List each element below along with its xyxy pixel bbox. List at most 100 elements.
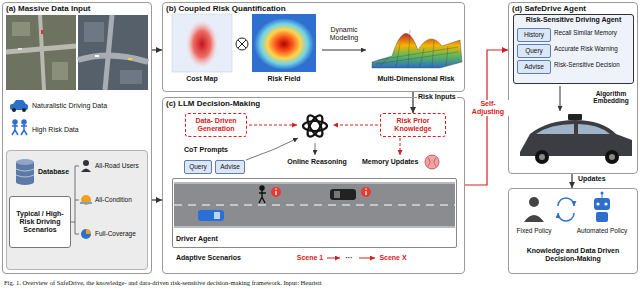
database-cylinder-part [16,169,34,177]
box-text: Typical / High-Risk Driving Scenarios [10,210,70,234]
risk-field-part [252,14,316,72]
cycle-arrows [558,198,574,221]
robot-icon-part [594,198,610,210]
robot-icon [594,192,610,223]
road-scene-part [271,187,281,197]
box-text: Risk Prior Knowledge [381,117,445,133]
people-icon-part [12,124,18,135]
aerial-image-part [78,15,148,90]
edge-label: Updates [577,175,607,183]
edge-label: Self-Adjusting [467,100,509,116]
road-user-icon-part [81,169,91,173]
vehicle-image-part [539,154,545,160]
node-title: Driver Agent [176,235,256,243]
aerial-image-part [12,22,30,36]
people-icon-part [21,124,27,135]
embed-arrow [560,86,561,111]
road-scene-part [198,210,224,221]
road-scene-part [361,187,371,197]
risk-surface-part [372,33,462,68]
box-text: Query [518,47,550,54]
vehicle-image-part [568,114,582,120]
road-scene-part [174,182,455,228]
dashed-arrow [333,125,378,126]
coverage-label: All-Condition [95,196,147,203]
scene-label: ··· [340,254,358,262]
scene-label: Scene 1 [294,254,326,262]
cost-map [172,14,232,72]
step-text: Risk-Sensitive Decision [554,61,634,68]
panel: (c) LLM Decision-MakingData- Driven Gene… [162,97,465,274]
panel-title: (b) Coupled Risk Quantification [166,4,366,13]
figure-label: Algorithm Embedding [588,90,634,105]
condition-icon [80,195,92,205]
memory-box: History [517,28,551,42]
road-scene-part [330,189,356,200]
figure-label: Multi-Dimensional Risk [368,75,464,83]
connector-arrow [152,49,162,50]
coverage-label: Full-Coverage [95,230,147,237]
cost-map-part [186,20,218,68]
node-title: Database [38,168,74,176]
aerial-image-part [40,15,44,90]
prompt-arrow [246,138,298,160]
scene-arrow [359,258,375,259]
data-label: Naturalistic Driving Data [32,102,148,110]
vehicle-image-part [578,124,610,134]
cycle-arrows-part [558,198,574,206]
llm-logo-part [305,113,326,139]
risk-surface-part [376,30,458,67]
dashed-arrow [249,125,297,126]
connector-arrow [152,199,162,200]
aerial-image-part [6,15,76,90]
road-user-icon [81,160,91,172]
road-scene-part [275,191,276,195]
panel-title: (d) SafeDrive Agent [512,4,632,13]
modeling-arrow [322,50,366,51]
people-icon-part [22,120,26,124]
box-text: Query [185,163,211,170]
policy-text: Automated Policy [570,227,634,234]
brain-icon-part [425,155,439,169]
llm-logo-part [303,121,327,131]
coverage-icon-part [86,229,91,234]
database-cylinder [16,159,34,185]
brain-icon-part [428,158,436,166]
figure-caption: Fig. 1. Overview of SafeDrive, the knowl… [4,279,322,286]
car-icon-part [12,108,16,112]
database-cylinder-part [16,179,34,185]
car-icon-part [22,108,26,112]
vehicle-image-part [536,124,574,134]
step-text: Accurate Risk Warning [554,45,634,52]
coverage-icon [81,229,91,239]
dashed-box: Data- Driven Generation [185,113,247,137]
risk-field-part [254,18,314,70]
panel: (d) SafeDrive AgentRisk-Sensitive Drivin… [508,2,638,174]
aerial-image-part [18,48,22,50]
robot-icon-part [596,212,608,222]
step-label: Memory Updates [362,158,424,166]
vehicle-image-part [609,154,615,160]
people-icon [12,120,27,135]
robot-icon-part [604,202,607,205]
connector-arrow [571,174,572,188]
node-title: Risk-Sensitive Driving Agent [513,16,634,24]
aerial-image-part [128,58,132,60]
aerial-image-part [84,22,104,42]
multiply-symbol-part [236,38,248,50]
database-cylinder-part [16,159,34,165]
cycle-arrows-part [558,213,574,221]
coverage-icon-part [81,229,91,239]
step-text: Recall Similar Memory [554,29,634,36]
llm-logo-part [305,113,326,139]
aerial-image-part [120,70,142,84]
people-icon-part [13,120,17,124]
prompt-box: Query [184,160,212,174]
panel-title: (a) Massive Data Input [6,4,146,13]
road-scene-part [214,212,220,219]
risk-surface [372,30,462,68]
box-text: Data- Driven Generation [186,117,246,133]
fixed-policy-icon-part [529,197,539,207]
multiply-symbol [236,38,248,50]
